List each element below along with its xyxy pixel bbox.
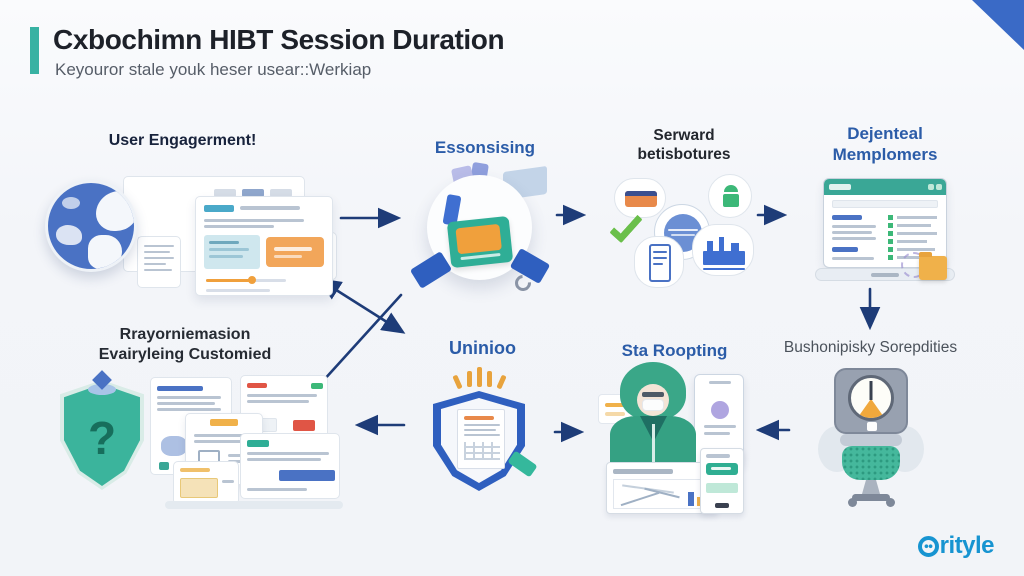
doc-card [240,433,340,499]
teal-module [446,215,514,269]
person-mask [642,399,664,411]
question-shield-documents-icon: ? [55,370,350,511]
question-mark-glyph: ? [87,412,117,464]
package-bubble [614,178,666,218]
node-label-essonsising: Essonsising [434,138,536,157]
cross-arrow-bidirectional [317,278,406,334]
gauge-dial [848,375,894,421]
device-base [842,446,900,480]
brand-logo: rityle [917,532,995,560]
device-foot [852,494,890,501]
node-label-serward: Serward betisbotures [637,127,731,164]
shield-magnifier-icon [425,365,538,497]
node-label-rrayorniemasion: Rrayorniemasion Evairyleing Customied [98,326,272,363]
device-stem [862,480,880,494]
report-document [606,462,718,514]
logo-text: rityle [939,532,995,559]
node-label-bushonipisky: Bushonipisky Sorepdities [783,339,958,356]
device-neck [840,434,902,446]
docs-tray [165,501,343,509]
shield-document [457,409,505,469]
node-label-user-engagement: User Engagerment! [108,132,257,149]
phone-bubble [634,236,684,288]
doc-card [173,461,239,505]
node-label-dejenteal: Dejenteal Memplomers [832,124,938,165]
page-subtitle: Keyouror stale youk heser usear::Werkiap [55,60,372,79]
browser-checklist-icon [815,178,955,290]
title-accent-bar [30,27,39,74]
page-title: Cxbochimn HIBT Session Duration [53,24,505,55]
folder-icon [919,252,947,280]
question-shield: ? [64,384,140,486]
dashboard-front-card [195,196,333,296]
globe-dashboard-icon [45,168,337,296]
gauge-device-icon [818,368,924,508]
node-label-uninioo: Uninioo [449,338,516,358]
gear-machine-icon [409,161,551,295]
logo-mark-icon [917,535,939,557]
globe-icon [45,180,137,272]
android-bubble [708,174,752,218]
person-zipper [652,424,655,474]
action-card [700,448,744,514]
node-label-sta-roopting: Sta Roopting [621,341,728,360]
service-bubbles-icon [606,172,758,290]
gauge-monitor [834,368,908,434]
person-devices-icon [598,362,753,514]
notes-card [137,236,181,288]
factory-bubble [692,224,754,276]
corner-triangle-decoration [972,0,1024,50]
person-glasses [642,392,664,397]
magnifier-handle [507,450,538,478]
